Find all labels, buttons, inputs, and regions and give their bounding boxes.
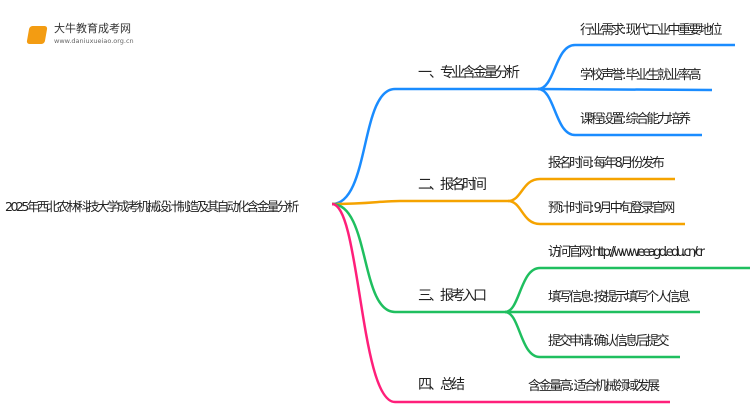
connector-3-1: [504, 266, 750, 314]
branch-label: 三、报考入口: [418, 288, 487, 304]
connector-3-3: [504, 310, 680, 359]
leaf-label: 行业需求: 现代工业中重要地位: [580, 23, 723, 38]
connector-branch-1: [331, 87, 538, 206]
connector-branch-2: [331, 199, 508, 206]
connector-2-2: [507, 199, 685, 226]
connector-1-3: [537, 87, 702, 137]
logo-url: www.daniuxueiao.org.cn: [54, 37, 134, 45]
leaf-label: 报名时间: 每年8月份发布: [548, 156, 665, 171]
leaf-label: 课程设置: 综合能力培养: [580, 112, 691, 127]
logo-name: 大牛教育成考网: [54, 22, 131, 35]
branch-label: 二、报名时间: [418, 177, 487, 193]
branch-label: 四、总结: [418, 377, 465, 393]
leaf-label: 预计时间: 9月中旬登录官网: [548, 201, 675, 216]
leaf-label: 提交申请: 确认信息后提交: [548, 334, 670, 349]
root-topic: 2025年西北农林科技大学成考机械设计制造及其自动化含金量分析: [5, 199, 299, 214]
leaf-label: 填写信息: 按提示填写个人信息: [548, 290, 691, 305]
leaf-label: 含金量高: 适合机械领域发展: [528, 379, 660, 394]
connector-branch-3: [331, 202, 505, 314]
connector-branch-4: [331, 202, 670, 404]
connector-1-2: [537, 87, 713, 92]
leaf-label-url: 访问官网: http://www.eeagd.edu.cn/cr: [548, 245, 705, 260]
logo: 大牛教育成考网 www.daniuxueiao.org.cn: [18, 18, 158, 48]
connector-1-1: [537, 43, 735, 91]
connector-2-1: [507, 177, 675, 203]
branch-label: 一、专业含金量分析: [418, 65, 520, 81]
leaf-label: 学校声誉: 毕业生就业率高: [580, 68, 702, 83]
